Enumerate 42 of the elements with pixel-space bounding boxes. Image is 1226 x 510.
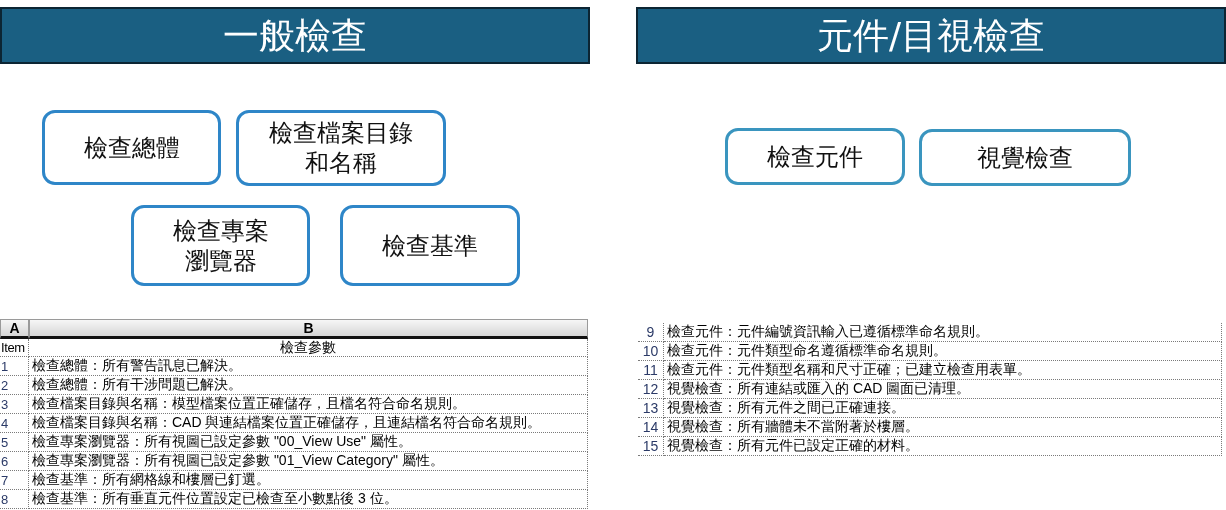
row-number: 2 <box>0 376 29 395</box>
category-box: 檢查元件 <box>725 128 905 185</box>
header-band: 元件/目視檢查 <box>636 7 1226 64</box>
checklist-item: 視覺檢查：所有連結或匯入的 CAD 圖面已清理。 <box>664 380 1222 399</box>
header-band: 一般檢查 <box>0 7 590 64</box>
row-number: 5 <box>0 433 29 452</box>
checklist-item: 檢查基準：所有網格線和樓層已釘選。 <box>29 471 588 490</box>
checklist-item: 檢查專案瀏覽器：所有視圖已設定參數 "00_View Use" 屬性。 <box>29 433 588 452</box>
table-header: 檢查參數 <box>29 339 588 357</box>
checklist-item: 檢查總體：所有干涉問題已解決。 <box>29 376 588 395</box>
checklist-item: 檢查元件：元件編號資訊輸入已遵循標準命名規則。 <box>664 323 1222 342</box>
checklist-item: 視覺檢查：所有元件之間已正確連接。 <box>664 399 1222 418</box>
category-box: 檢查總體 <box>42 110 221 185</box>
category-box: 檢查基準 <box>340 205 520 286</box>
row-number: 9 <box>638 323 664 342</box>
checklist-item: 檢查檔案目錄與名稱：CAD 與連結檔案位置正確儲存，且連結檔名符合命名規則。 <box>29 414 588 433</box>
row-number: 11 <box>638 361 664 380</box>
row-number: 12 <box>638 380 664 399</box>
category-box: 檢查檔案目錄和名稱 <box>236 110 446 186</box>
checklist-item: 檢查元件：元件類型命名遵循標準命名規則。 <box>664 342 1222 361</box>
row-number: 15 <box>638 437 664 456</box>
checklist-item: 檢查專案瀏覽器：所有視圖已設定參數 "01_View Category" 屬性。 <box>29 452 588 471</box>
checklist-item: 檢查總體：所有警告訊息已解決。 <box>29 357 588 376</box>
checklist-item: 檢查基準：所有垂直元件位置設定已檢查至小數點後 3 位。 <box>29 490 588 509</box>
row-number: 6 <box>0 452 29 471</box>
row-number: 13 <box>638 399 664 418</box>
category-box: 檢查專案瀏覽器 <box>131 205 310 286</box>
checklist-item: 檢查元件：元件類型名稱和尺寸正確；已建立檢查用表單。 <box>664 361 1222 380</box>
category-box: 視覺檢查 <box>919 129 1131 186</box>
row-number: 3 <box>0 395 29 414</box>
checklist-item: 檢查檔案目錄與名稱：模型檔案位置正確儲存，且檔名符合命名規則。 <box>29 395 588 414</box>
row-number: 10 <box>638 342 664 361</box>
row-number: 14 <box>638 418 664 437</box>
row-number: 7 <box>0 471 29 490</box>
table-header: Item <box>0 339 29 357</box>
row-number: 1 <box>0 357 29 376</box>
row-number: 8 <box>0 490 29 509</box>
column-header: B <box>29 319 588 339</box>
column-header: A <box>0 319 29 339</box>
checklist-item: 視覺檢查：所有牆體未不當附著於樓層。 <box>664 418 1222 437</box>
checklist-item: 視覺檢查：所有元件已設定正確的材料。 <box>664 437 1222 456</box>
row-number: 4 <box>0 414 29 433</box>
